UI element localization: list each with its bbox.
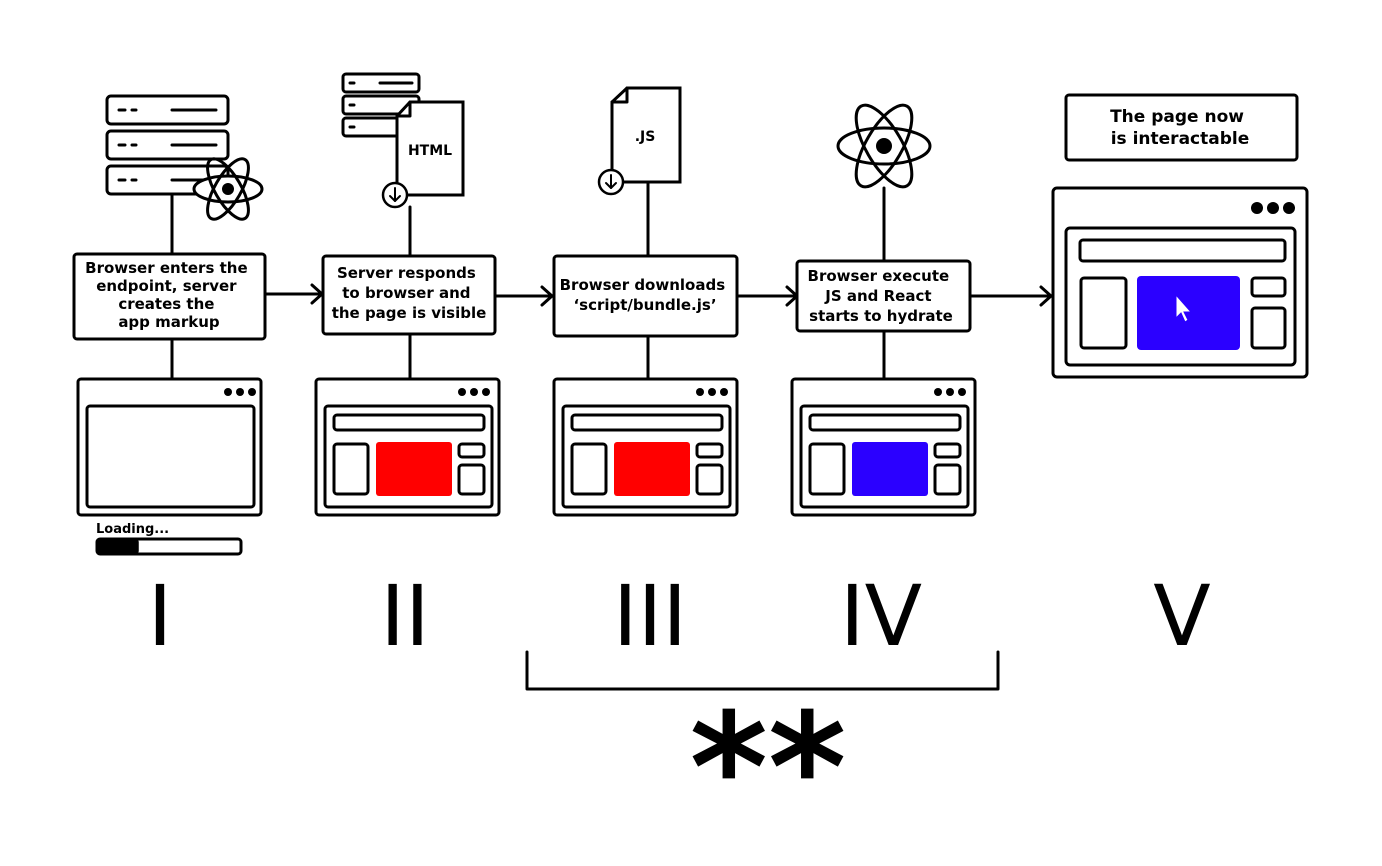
step-5-numeral: V — [1153, 567, 1210, 665]
step-4: Browser execute JS and React starts to h… — [790, 103, 977, 665]
server-icon — [105, 94, 230, 196]
step-1-label-box — [72, 252, 267, 341]
step-3: .JS Browser downloads ‘script/bundle.js’… — [552, 86, 739, 665]
step-5: The page now is interactable V — [1051, 93, 1309, 665]
browser-window-static — [552, 377, 739, 517]
static-content-block — [614, 442, 690, 496]
window-dots-icon — [1251, 202, 1263, 214]
browser-window-interactive — [1051, 186, 1309, 379]
window-dots-icon — [224, 388, 232, 396]
react-atom-icon — [836, 103, 932, 189]
hydrated-content-block — [852, 442, 928, 496]
cursor-icon — [1175, 293, 1193, 323]
arrow-3-4 — [735, 285, 799, 307]
step-1-numeral: I — [148, 567, 173, 665]
bracket: ** — [525, 650, 1000, 856]
static-content-block — [376, 442, 452, 496]
step-3-numeral: III — [613, 567, 687, 665]
step-4-label: Browser execute JS and React starts to h… — [808, 267, 955, 325]
svg-text:HTML: HTML — [408, 143, 452, 159]
step-2-label: Server responds to browser and the page … — [332, 264, 487, 322]
arrow-2-3 — [493, 285, 554, 307]
step-5-label: The page now is interactable — [1110, 107, 1250, 149]
step-3-label: Browser downloads ‘script/bundle.js’ — [560, 276, 731, 314]
browser-window-hydrating — [790, 377, 977, 517]
react-atom-icon — [192, 157, 264, 221]
step-2-numeral: II — [380, 567, 430, 665]
loading-label: Loading... — [96, 522, 169, 537]
download-icon — [381, 181, 409, 209]
step-1: Browser enters the endpoint, server crea… — [72, 94, 267, 665]
step-1-label: Browser enters the endpoint, server crea… — [85, 259, 253, 331]
step-4-numeral: IV — [840, 567, 922, 665]
interactive-content-block — [1137, 276, 1240, 350]
step-5-label-box — [1064, 93, 1299, 162]
js-file-icon: .JS — [610, 86, 682, 184]
browser-window-blank — [76, 377, 263, 517]
browser-window-static — [314, 377, 501, 517]
bracket-asterisks: ** — [690, 682, 847, 856]
arrow-4-5 — [968, 285, 1053, 307]
svg-text:.JS: .JS — [635, 129, 656, 145]
step-2: HTML Server responds to browser and the … — [314, 72, 501, 665]
loading-progress-bar — [95, 537, 243, 556]
html-file-icon: HTML — [395, 100, 465, 197]
window-dots-icon — [458, 388, 466, 396]
download-icon — [597, 168, 625, 196]
arrow-1-2 — [263, 283, 324, 305]
window-dots-icon — [696, 388, 704, 396]
window-dots-icon — [934, 388, 942, 396]
